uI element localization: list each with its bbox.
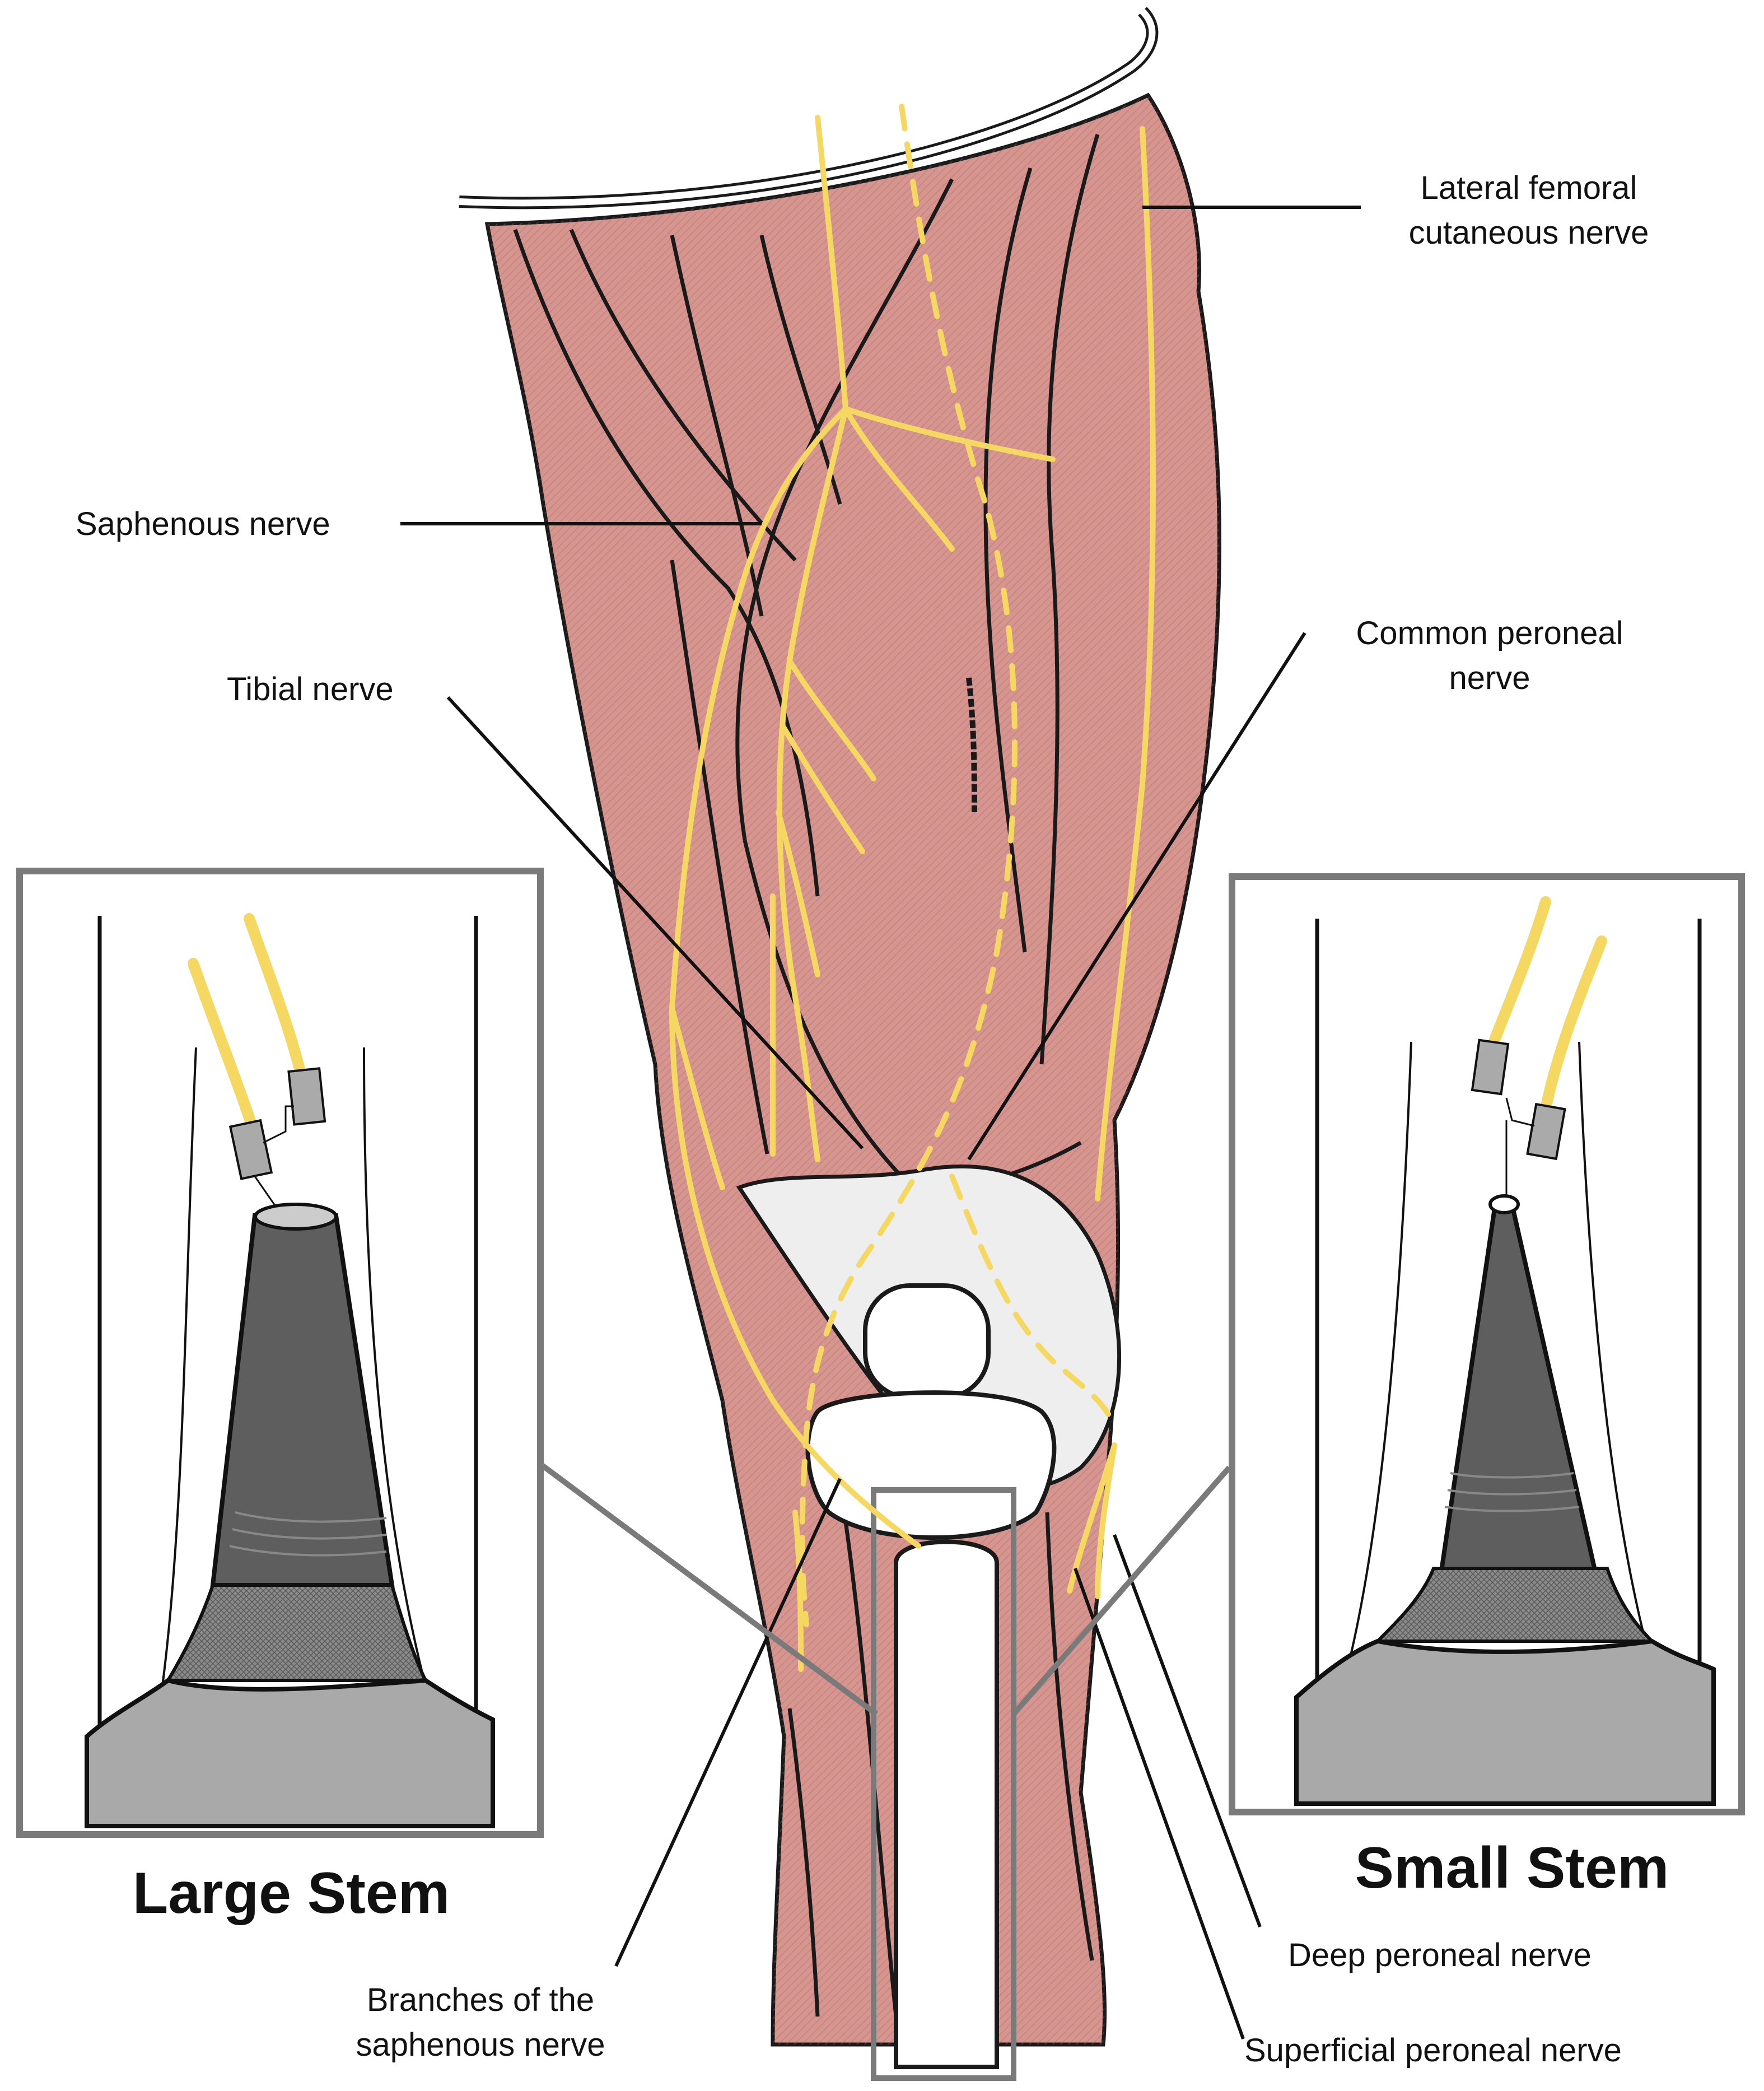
tibial-plateau [805, 1390, 1057, 1540]
label-superficial-peroneal: Superficial peroneal nerve [1244, 2032, 1622, 2069]
label-saphenous: Saphenous nerve [76, 506, 330, 542]
ultrasound-probe-large-icon [85, 1203, 495, 1828]
ultrasound-probe-small-icon [1294, 1194, 1716, 1806]
tibial-stem-frame [871, 1487, 1016, 2081]
large-stem-title: Large Stem [133, 1861, 450, 1926]
leader-branches-saphenous [614, 1478, 842, 1967]
leader-common-peroneal [967, 632, 1306, 1161]
nerve-labels: Lateral femoral cutaneous nerve Saphenou… [76, 170, 1649, 2069]
leader-lines [400, 206, 1361, 2040]
leader-tibial [446, 696, 864, 1150]
leader-superficial-peroneal [1074, 1567, 1245, 2040]
label-deep-peroneal: Deep peroneal nerve [1288, 1937, 1592, 1973]
small-stem-title: Small Stem [1355, 1836, 1669, 1901]
nerve-lines [669, 104, 1156, 1672]
small-stem-inset: Small Stem [1229, 873, 1745, 1901]
label-common-peroneal-2: nerve [1449, 660, 1530, 696]
thigh-illustration [459, 7, 1221, 2081]
large-stem-inset: Large Stem [16, 868, 544, 1926]
label-branches-1: Branches of the [367, 1982, 594, 2018]
label-lateral-femoral-2: cutaneous nerve [1409, 215, 1649, 251]
label-tibial: Tibial nerve [227, 671, 394, 707]
label-branches-2: saphenous nerve [356, 2027, 605, 2063]
electrode-clip-icon [228, 1067, 326, 1213]
label-common-peroneal-1: Common peroneal [1356, 615, 1623, 651]
tibial-stem [894, 1539, 999, 2069]
patella [863, 1283, 991, 1400]
label-lateral-femoral-1: Lateral femoral [1421, 170, 1637, 206]
electrode-clip-small-icon [1471, 1038, 1566, 1199]
leader-deep-peroneal [1113, 1534, 1262, 1928]
